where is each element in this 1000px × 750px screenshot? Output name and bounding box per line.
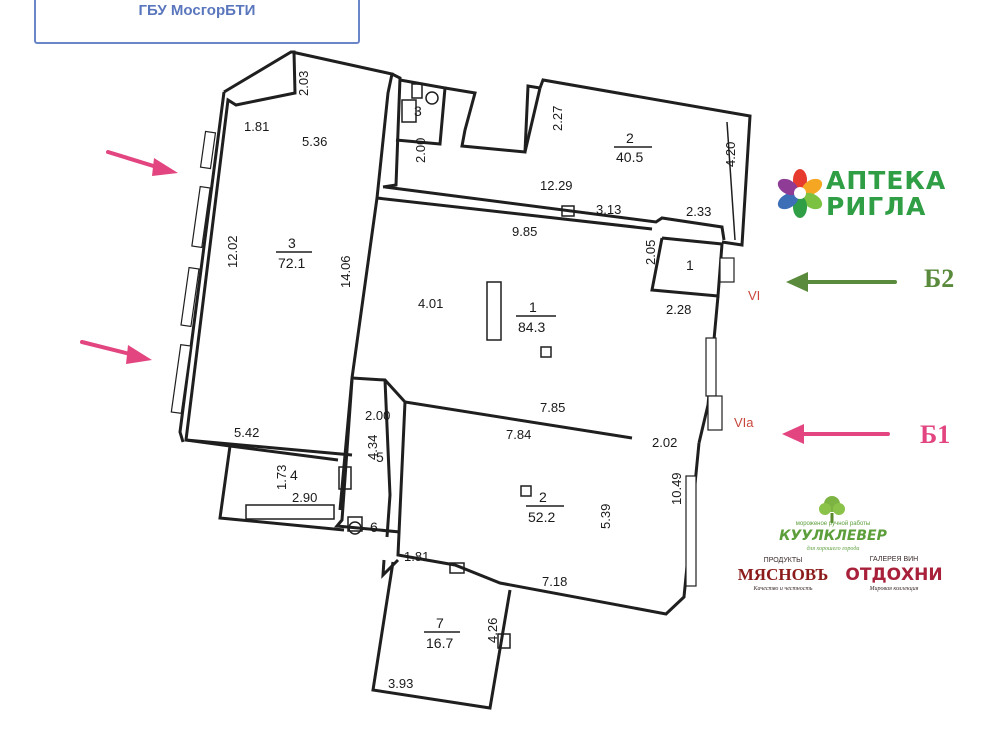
- dim-2-03: 2.03: [296, 71, 311, 96]
- dim-4-01: 4.01: [418, 296, 443, 311]
- room-1-main-area: 84.3: [518, 319, 545, 335]
- dim-2-27: 2.27: [550, 106, 565, 131]
- room-2-lower-number: 2: [539, 489, 547, 505]
- dim-5-39: 5.39: [598, 504, 613, 529]
- stamp-text: ГБУ МосгорБТИ: [138, 2, 256, 19]
- top-wc-walls: [382, 72, 541, 189]
- entrance-b2-label: Б2: [924, 264, 955, 293]
- room-1-main-walls: [351, 196, 723, 444]
- dim-10-49: 10.49: [669, 472, 684, 505]
- dim-4-34: 4.34: [365, 435, 380, 460]
- dim-9-85: 9.85: [512, 224, 537, 239]
- room-3-left-number: 3: [288, 235, 296, 251]
- dim-2-33: 2.33: [686, 204, 711, 219]
- room-3-left-walls: [178, 50, 394, 457]
- dim-7-84: 7.84: [506, 427, 531, 442]
- dim-4-20: 4.20: [723, 142, 738, 167]
- room-4-number: 4: [290, 467, 298, 483]
- room-7-area: 16.7: [426, 635, 453, 651]
- room-2-lower-area: 52.2: [528, 509, 555, 525]
- dim-3-93: 3.93: [388, 676, 413, 691]
- arrow-green-b2-icon: [786, 272, 897, 292]
- arrow-pink-b1-icon: [782, 424, 890, 444]
- kuulklever-tagline-top: мороженое ручной работы: [795, 521, 871, 527]
- dim-4-26: 4.26: [485, 618, 500, 643]
- kuulklever-tagline-bottom: для хорошего города: [806, 546, 860, 552]
- dim-1-81: 1.81: [244, 119, 269, 134]
- kuulklever-name: КУУЛКЛЕВЕР: [779, 528, 887, 544]
- dim-2-02: 2.02: [652, 435, 677, 450]
- dim-1-73: 1.73: [274, 465, 289, 490]
- dim-2-00-mid: 2.00: [365, 408, 390, 423]
- otdohni-name: ОТДОХНИ: [845, 565, 943, 585]
- myasnov-top: ПРОДУКТЫ: [763, 557, 803, 564]
- room-7-walls: [371, 561, 512, 710]
- dim-5-42: 5.42: [234, 425, 259, 440]
- apteka-line2: РИГЛА: [826, 192, 927, 221]
- dim-3-13: 3.13: [596, 202, 621, 217]
- apteka-line1: АПТЕКА: [826, 166, 947, 195]
- dimension-labels: 2.03 1.81 5.36 12.02 14.06 5.42 2.00 2.2…: [225, 71, 738, 691]
- dim-1-81-lower: 1.81: [404, 549, 429, 564]
- room-3-wc-number: 3: [414, 103, 422, 119]
- small-rooms-walls: [185, 379, 401, 538]
- dim-12-29: 12.29: [540, 178, 573, 193]
- axis-mark-vi: VI: [748, 288, 760, 303]
- otdohni-top: ГАЛЕРЕЯ ВИН: [869, 556, 919, 563]
- room-3-left-area: 72.1: [278, 255, 305, 271]
- axis-mark-via: VIa: [734, 415, 754, 430]
- room-1-main-number: 1: [529, 299, 537, 315]
- room-1-vestibule-number: 1: [686, 257, 694, 273]
- room-6-number: 6: [370, 519, 378, 535]
- bti-stamp: ГБУ МосгорБТИ: [34, 0, 360, 44]
- room-2-top-walls: [384, 78, 752, 247]
- room-2-lower-walls: [381, 401, 701, 616]
- dim-14-06: 14.06: [338, 255, 353, 288]
- dim-2-00-top: 2.00: [413, 138, 428, 163]
- dim-2-90: 2.90: [292, 490, 317, 505]
- entrance-b1-label: Б1: [920, 420, 951, 449]
- apteka-rigla-flower-icon: [777, 169, 823, 218]
- room-2-top-number: 2: [626, 130, 634, 146]
- arrow-pink-left-icon: [80, 340, 152, 364]
- room-7-number: 7: [436, 615, 444, 631]
- dim-5-36: 5.36: [302, 134, 327, 149]
- dim-2-05: 2.05: [643, 240, 658, 265]
- myasnov-tagline: Качество и честность: [753, 586, 813, 592]
- room-2-top-area: 40.5: [616, 149, 643, 165]
- dim-12-02: 12.02: [225, 235, 240, 268]
- otdohni-tagline: Мировая коллекция: [869, 586, 919, 592]
- room-labels: 3 72.1 2 40.5 1 84.3 2 52.2 7 16.7 3 1 4…: [276, 103, 694, 651]
- left-windows: [170, 130, 217, 415]
- myasnov-name: МЯСНОВЪ: [737, 565, 829, 584]
- arrow-pink-top-icon: [106, 150, 178, 176]
- dim-7-85: 7.85: [540, 400, 565, 415]
- room-5-number: 5: [376, 449, 384, 465]
- kuulklever-tree-icon: [819, 496, 845, 523]
- dim-7-18: 7.18: [542, 574, 567, 589]
- dim-2-28: 2.28: [666, 302, 691, 317]
